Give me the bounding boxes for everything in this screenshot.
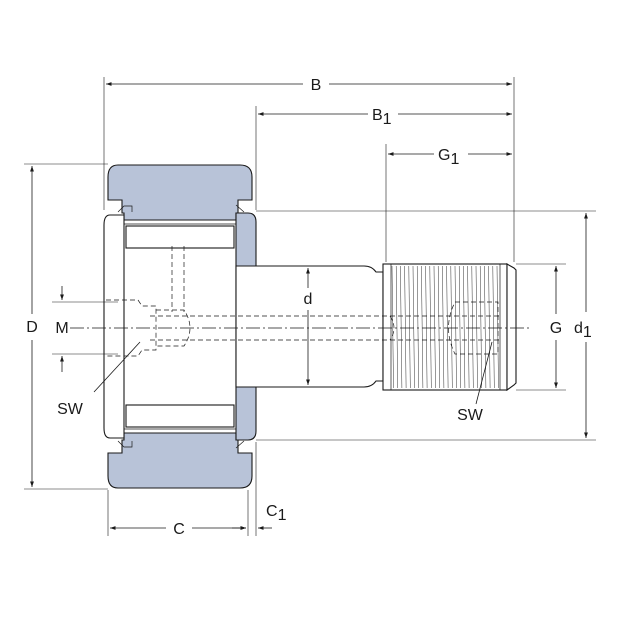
thread-line xyxy=(492,265,495,389)
thread-line xyxy=(425,265,428,389)
thread-line xyxy=(404,265,407,389)
thread-line xyxy=(437,265,440,389)
thread-line xyxy=(471,265,474,389)
thread-line xyxy=(467,265,470,389)
label-d: d xyxy=(304,291,313,308)
needle-rollers xyxy=(125,225,235,428)
thread-line xyxy=(416,265,419,389)
extension-lines xyxy=(24,77,596,536)
thread-line xyxy=(412,265,415,389)
dimension-lines xyxy=(30,82,588,530)
outer-ring-top xyxy=(107,164,253,221)
thread-line xyxy=(429,265,432,389)
thread-line xyxy=(463,265,466,389)
thread-line xyxy=(454,265,457,389)
label-C: C xyxy=(173,521,185,538)
thread-line xyxy=(446,265,449,389)
label-C1: C1 xyxy=(266,503,287,524)
label-SW-right: SW xyxy=(457,407,484,424)
thread-line xyxy=(391,265,394,389)
label-G1: G1 xyxy=(438,147,459,168)
outer-ring-bottom xyxy=(107,432,253,489)
roller-bottom xyxy=(125,404,235,428)
thread-line xyxy=(421,265,424,389)
roller-top xyxy=(125,225,235,249)
thread-hatch xyxy=(391,265,499,389)
stud-shaft xyxy=(235,263,517,392)
label-d1: d1 xyxy=(574,320,592,341)
label-SW-left: SW xyxy=(57,401,84,418)
label-M: M xyxy=(55,320,68,337)
thread-line xyxy=(450,265,453,389)
thread-line xyxy=(395,265,398,389)
thread-line xyxy=(408,265,411,389)
hidden-features xyxy=(106,246,500,357)
dimension-labels: B B1 G1 D M d G d1 SW SW C C1 xyxy=(26,77,592,538)
thread-line xyxy=(400,265,403,389)
label-G: G xyxy=(550,320,562,337)
label-B: B xyxy=(311,77,322,94)
thread-line xyxy=(458,265,461,389)
outer-ring xyxy=(107,164,253,489)
thread-line xyxy=(488,265,491,389)
thread-line xyxy=(442,265,445,389)
thread-line xyxy=(475,265,478,389)
label-D: D xyxy=(26,319,38,336)
thread-line xyxy=(479,265,482,389)
thread-line xyxy=(433,265,436,389)
thread-section xyxy=(382,263,508,391)
label-B1: B1 xyxy=(372,107,392,128)
